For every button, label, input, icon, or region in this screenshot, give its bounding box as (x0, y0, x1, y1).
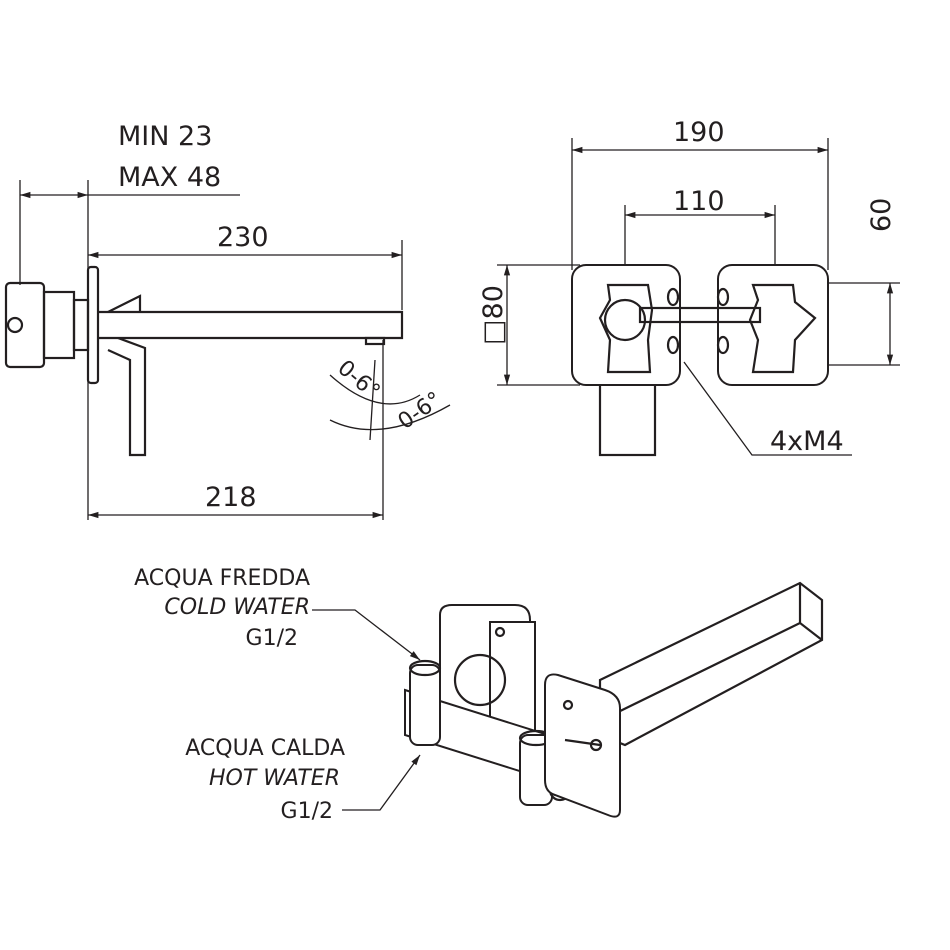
valve-box (598, 378, 657, 457)
angle-lower-label: 0-6° (394, 387, 447, 434)
cold-water-en-label: COLD WATER (164, 595, 310, 620)
left-plate (571, 264, 681, 386)
front-view: 190 110 60 □80 4xM4 (478, 117, 900, 457)
cold-water-it-label: ACQUA FREDDA (134, 566, 310, 591)
overall-width-label: 190 (673, 117, 725, 148)
right-plate (717, 264, 829, 386)
cold-water-thread-label: G1/2 (246, 626, 298, 651)
iso-spout (598, 581, 824, 747)
hot-water-leader (342, 754, 421, 811)
screw-leader (683, 361, 852, 456)
cold-water-leader (312, 609, 421, 661)
min-wall-label: MIN 23 (118, 121, 212, 152)
iso-front-plate (544, 673, 621, 818)
angle-upper-label: 0-6° (332, 356, 384, 405)
side-view: MIN 23 MAX 48 230 0-6° 0-6° 218 (4, 121, 451, 520)
wall-plate (86, 265, 100, 385)
max-wall-label: MAX 48 (118, 162, 221, 193)
connecting-pipe (638, 306, 762, 324)
right-handle (748, 283, 817, 374)
hot-water-thread-label: G1/2 (281, 799, 333, 824)
screw-holes (666, 287, 730, 355)
angle-arc-lower (329, 404, 451, 431)
valve-body (4, 281, 46, 369)
left-handle (598, 283, 654, 374)
projection-label: 218 (205, 482, 257, 513)
screws-label: 4xM4 (770, 426, 844, 457)
angle-arc-upper (329, 374, 421, 405)
hot-water-it-label: ACQUA CALDA (185, 736, 345, 761)
plate-height-label: □80 (478, 285, 509, 345)
spout (98, 310, 404, 340)
valve-inlet (6, 316, 24, 334)
cold-inlet (409, 664, 441, 746)
hot-water-en-label: HOT WATER (209, 766, 340, 791)
iso-view: ACQUA FREDDA COLD WATER G1/2 ACQUA CALDA… (134, 566, 824, 824)
lever-handle (107, 336, 147, 457)
center-distance-label: 110 (673, 186, 725, 217)
offset-label: 60 (866, 198, 897, 232)
spout-length-label: 230 (217, 222, 269, 253)
